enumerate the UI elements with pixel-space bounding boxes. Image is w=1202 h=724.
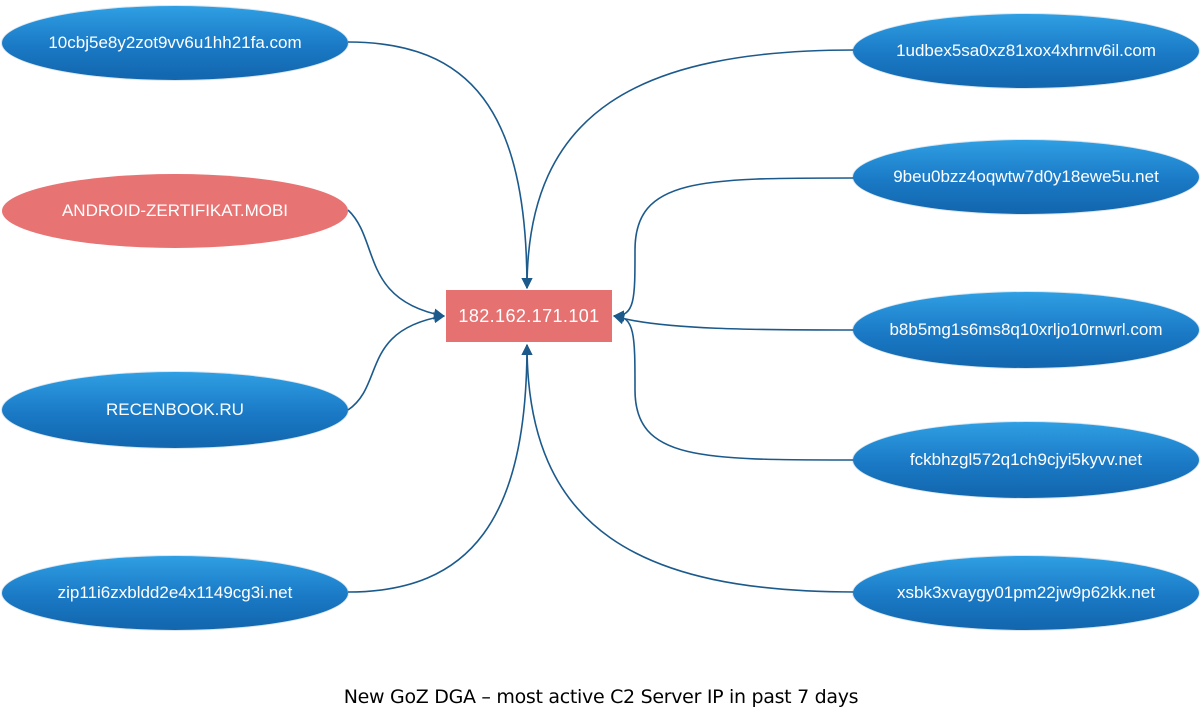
edge-l3 xyxy=(347,312,446,411)
domain-node-l2: ANDROID-ZERTIFIKAT.MOBI xyxy=(2,174,348,248)
domain-node-r1: 1udbex5sa0xz81xox4xhrnv6il.com xyxy=(853,14,1199,88)
domain-node-l3: RECENBOOK.RU xyxy=(2,372,348,448)
diagram-caption: New GoZ DGA – most active C2 Server IP i… xyxy=(343,686,859,708)
hub-ip-node: 182.162.171.101 xyxy=(446,290,612,342)
edge-r4 xyxy=(612,310,856,461)
domain-node-r5: xsbk3xvaygy01pm22jw9p62kk.net xyxy=(853,556,1199,630)
edge-l4 xyxy=(347,343,533,593)
edge-r1 xyxy=(521,49,856,290)
edge-r3 xyxy=(612,313,856,331)
domain-node-l4: zip11i6zxbldd2e4x1149cg3i.net xyxy=(2,556,348,630)
edge-r2 xyxy=(612,177,856,322)
edge-l1 xyxy=(347,41,533,290)
edge-l2 xyxy=(347,209,446,320)
domain-node-r4: fckbhzgl572q1ch9cjyi5kyvv.net xyxy=(853,422,1199,498)
domain-node-r3: b8b5mg1s6ms8q10xrljo10rnwrl.com xyxy=(853,292,1199,368)
domain-node-l1: 10cbj5e8y2zot9vv6u1hh21fa.com xyxy=(2,6,348,80)
domain-node-r2: 9beu0bzz4oqwtw7d0y18ewe5u.net xyxy=(853,140,1199,214)
edge-r5 xyxy=(521,343,856,593)
